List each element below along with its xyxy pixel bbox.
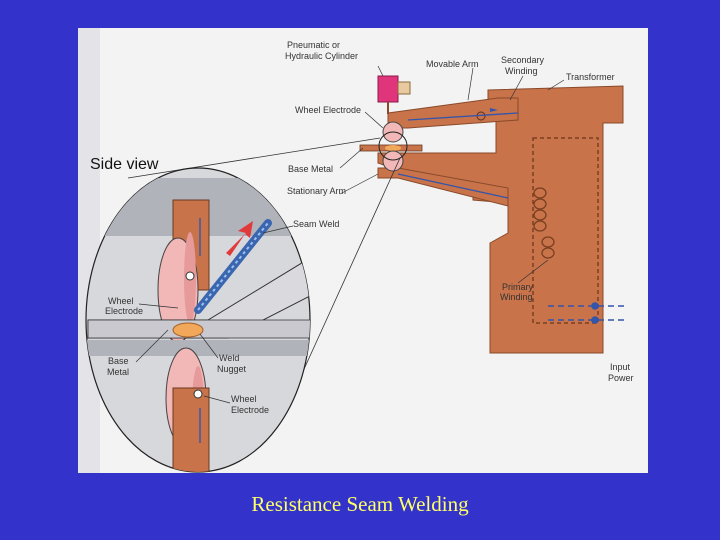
slide-caption: Resistance Seam Welding (251, 492, 469, 516)
label-wheel-electrode-lower-1: Wheel (231, 394, 257, 404)
label-pneumatic-1: Pneumatic or (287, 40, 340, 50)
page-shadow (78, 28, 100, 473)
label-wheel-electrode-upper-2: Electrode (105, 306, 143, 316)
label-secondary-1: Secondary (501, 55, 545, 65)
label-base-metal-detail-2: Metal (107, 367, 129, 377)
label-stationary-arm: Stationary Arm (287, 186, 346, 196)
leader-lines (135, 65, 565, 404)
side-view-label: Side view (90, 156, 159, 173)
label-transformer: Transformer (566, 72, 615, 82)
transformer-coil (533, 187, 555, 259)
label-weld-nugget-2: Nugget (217, 364, 247, 374)
label-input-1: Input (610, 362, 631, 372)
diagram-image: Pneumatic or Hydraulic Cylinder Movable … (78, 28, 648, 473)
throat-electrodes (359, 121, 423, 172)
label-wheel-electrode-upper-1: Wheel (108, 296, 134, 306)
label-base-metal-top: Base Metal (288, 164, 333, 174)
hydraulic-cylinder (377, 75, 411, 114)
label-input-2: Power (608, 373, 634, 383)
projection-line-bottom (299, 157, 401, 379)
label-primary-1: Primary (502, 282, 533, 292)
label-pneumatic-2: Hydraulic Cylinder (285, 51, 358, 61)
seam-welding-diagram: Pneumatic or Hydraulic Cylinder Movable … (78, 28, 634, 473)
label-secondary-2: Winding (505, 66, 538, 76)
label-seam-weld: Seam Weld (293, 219, 339, 229)
label-wheel-electrode-top: Wheel Electrode (295, 105, 361, 115)
label-weld-nugget-1: Weld (219, 353, 239, 363)
movable-arm (387, 97, 519, 129)
label-primary-2: Winding (500, 292, 533, 302)
projection-line-top (127, 137, 381, 179)
label-wheel-electrode-lower-2: Electrode (231, 405, 269, 415)
detail-lens (85, 167, 311, 473)
input-power-wires (548, 302, 626, 324)
label-movable-arm: Movable Arm (426, 59, 479, 69)
label-base-metal-detail-1: Base (108, 356, 129, 366)
primary-circuit-dashed (532, 137, 599, 324)
